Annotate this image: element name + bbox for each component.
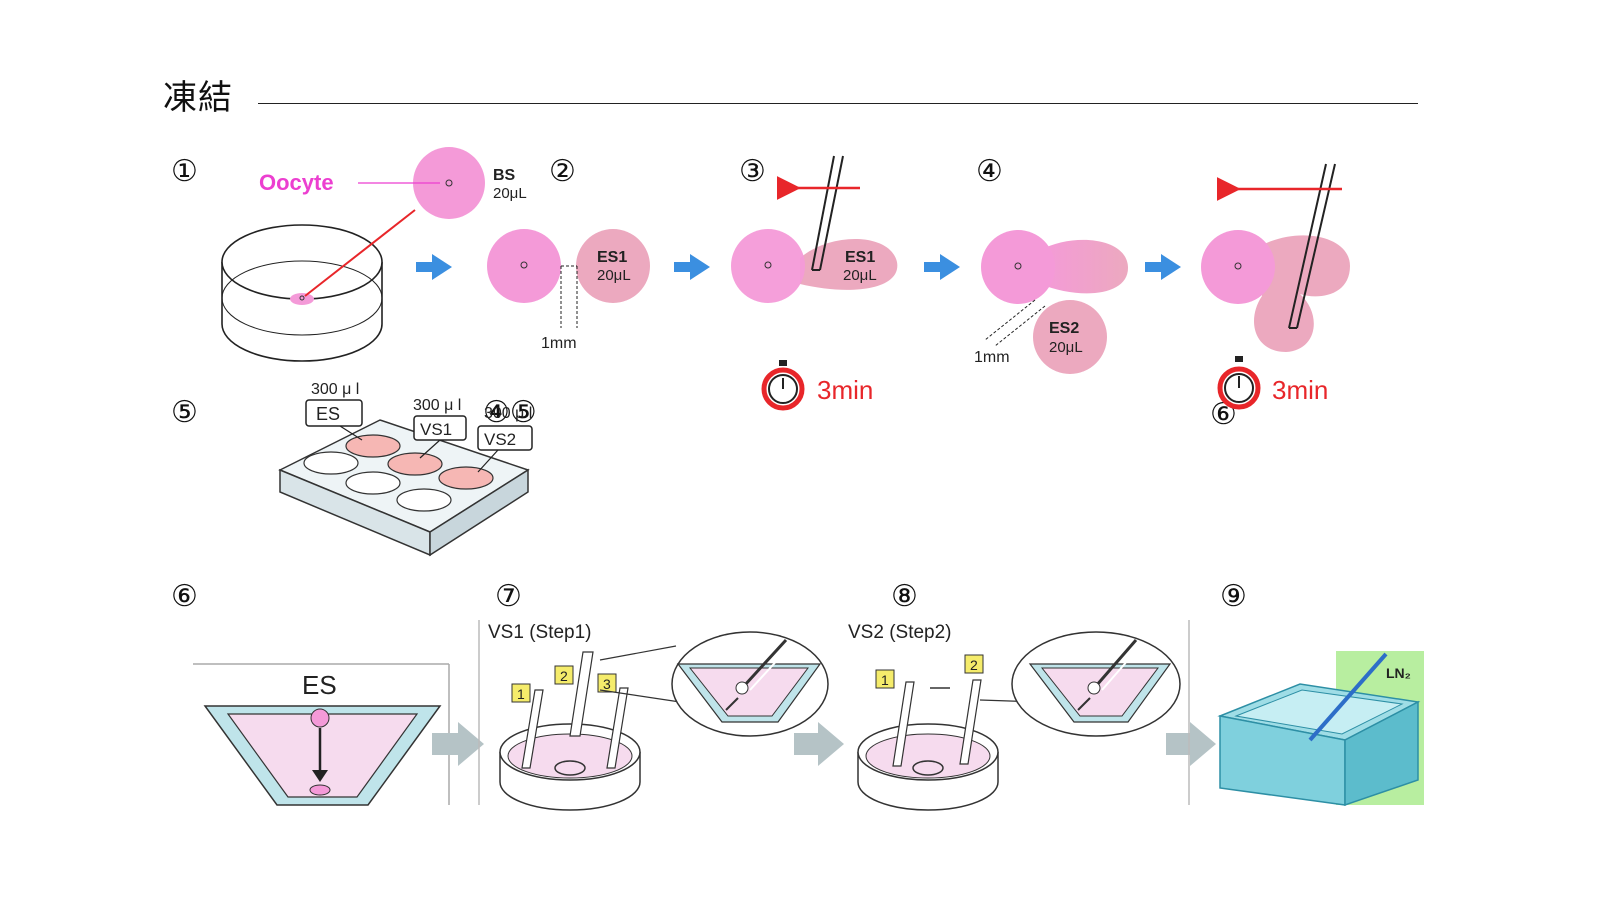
blue-arrow-4 xyxy=(1145,254,1181,280)
tag-1-box-vs2 xyxy=(875,669,895,689)
zoom-line xyxy=(304,209,416,297)
petri-dish xyxy=(221,224,383,362)
oocyte-3 xyxy=(764,261,772,269)
oocyte-label: Oocyte xyxy=(259,170,334,195)
distance-marker-4 xyxy=(984,299,1046,347)
vs1-dish xyxy=(499,651,641,811)
tag-1-box-vs1 xyxy=(511,683,531,703)
bs-drop-3 xyxy=(731,229,805,303)
plate-volume-1: 300 μ l xyxy=(311,381,359,398)
ln2-label: LN₂ xyxy=(1386,665,1411,681)
step-9-number: ⑨ xyxy=(1220,579,1247,614)
es1-label-3: ES1 xyxy=(845,249,875,266)
es-funnel-panel xyxy=(193,663,450,806)
merged-drops-5 xyxy=(1254,235,1350,352)
blue-arrow-3 xyxy=(924,254,960,280)
tag-3-box-vs1 xyxy=(597,673,617,693)
pipette-3 xyxy=(811,155,844,271)
tag-vs2-box xyxy=(477,425,533,451)
tag-1-vs1: 1 xyxy=(517,686,525,702)
blue-arrow-1 xyxy=(416,254,452,280)
ln2-container xyxy=(1217,651,1424,807)
vs1-zoom-bubble xyxy=(599,631,829,737)
pipette-5 xyxy=(1288,163,1336,329)
step-2-number: ② xyxy=(549,154,576,189)
step-3-number: ③ xyxy=(739,154,766,189)
vs1-title: VS1 (Step1) xyxy=(488,622,592,643)
step-8-number: ⑧ xyxy=(891,579,918,614)
step-6-number: ⑥ xyxy=(171,579,198,614)
gray-arrow-2 xyxy=(794,722,844,766)
step-4-number: ④ xyxy=(976,154,1003,189)
tag-es-box xyxy=(305,399,363,427)
bs-drop-5 xyxy=(1201,230,1275,304)
tag-1-vs2: 1 xyxy=(881,672,889,688)
timer-text-5: 3min xyxy=(1272,375,1328,405)
step-1-number: ① xyxy=(171,154,198,189)
well-plate xyxy=(278,419,530,557)
es1-label: ES1 xyxy=(597,249,627,266)
oocyte-marker xyxy=(445,179,453,187)
es2-label: ES2 xyxy=(1049,320,1079,337)
bs-drop xyxy=(413,147,485,219)
tag-2-vs1: 2 xyxy=(560,668,568,684)
oocyte-4 xyxy=(1014,262,1022,270)
oocyte-2 xyxy=(520,261,528,269)
distance-label-2: 1mm xyxy=(974,349,1010,366)
plate-tag-vs2: VS2 xyxy=(484,430,516,449)
es-funnel-label: ES xyxy=(302,670,337,700)
blue-arrow-2 xyxy=(674,254,710,280)
tag-2-box-vs1 xyxy=(554,665,574,685)
es2-drop xyxy=(1033,300,1107,374)
step-7-number: ⑦ xyxy=(495,579,522,614)
bs-drop-2 xyxy=(487,229,561,303)
oocyte-5 xyxy=(1234,262,1242,270)
timer-text-3: 3min xyxy=(817,375,873,405)
es1-drop-4 xyxy=(1040,239,1128,294)
es1-drop xyxy=(576,229,650,303)
vs2-zoom-bubble xyxy=(979,631,1181,737)
es2-volume: 20μL xyxy=(1049,339,1083,356)
timer-icon-3 xyxy=(761,360,805,411)
step-5-number: ⑤ xyxy=(171,395,198,430)
plate-volume-3: 300 μ l xyxy=(484,405,532,422)
page-title: 凍結 xyxy=(163,78,233,118)
tag-3-vs1: 3 xyxy=(603,676,611,692)
plate-volume-2: 300 μ l xyxy=(413,397,461,414)
distance-label-1: 1mm xyxy=(541,335,577,352)
plate-tag-es: ES xyxy=(316,404,340,424)
vs2-title: VS2 (Step2) xyxy=(848,622,952,643)
bs-volume: 20μL xyxy=(493,185,527,202)
tag-2-vs2: 2 xyxy=(970,657,978,673)
vs2-dish xyxy=(857,679,999,811)
step-45-number: ④⑤ xyxy=(483,395,537,430)
title-rule xyxy=(258,103,1418,104)
plate-tag-vs1: VS1 xyxy=(420,420,452,439)
bs-label: BS xyxy=(493,167,516,184)
tag-2-box-vs2 xyxy=(964,654,984,674)
bs-drop-4 xyxy=(981,230,1055,304)
timer-icon-5 xyxy=(1217,356,1261,410)
es1-volume: 20μL xyxy=(597,267,631,284)
gray-arrow-3 xyxy=(1166,722,1216,766)
es1-volume-3: 20μL xyxy=(843,267,877,284)
gray-arrow-1 xyxy=(432,722,484,766)
distance-marker xyxy=(560,265,578,328)
